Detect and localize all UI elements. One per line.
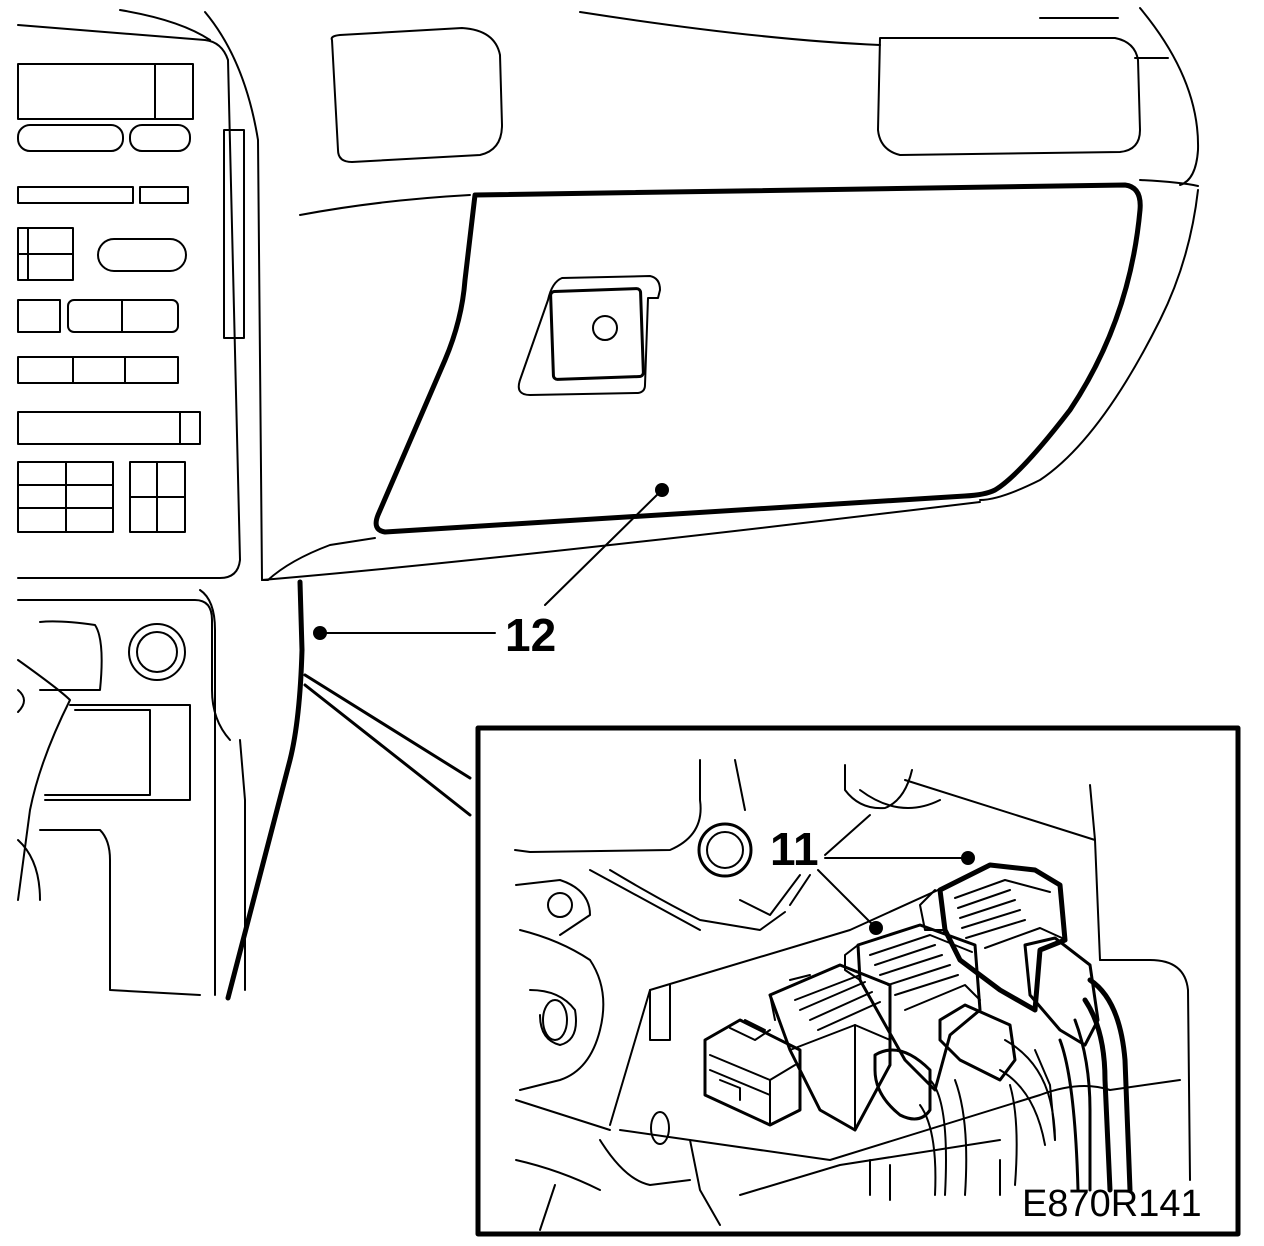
- callout-11: 11: [770, 814, 975, 935]
- small-connector: [703, 1018, 802, 1127]
- lower-console: [17, 589, 246, 996]
- inset-frame: [475, 725, 1241, 1237]
- radio-unit: [17, 63, 245, 384]
- connector-b: [844, 923, 1056, 1186]
- glovebox: [373, 182, 1143, 535]
- air-vent-left: [330, 27, 503, 163]
- connector-c: [919, 862, 1133, 1193]
- inset-detail: 11 E870R141: [475, 725, 1241, 1237]
- air-vent-right: [877, 37, 1141, 156]
- glovebox-lid: [373, 182, 1143, 535]
- dashboard-upper: [261, 7, 1200, 581]
- glovebox-lock: [517, 275, 661, 396]
- zoom-indicator: [303, 673, 472, 817]
- lock-keyhole-icon: [592, 315, 618, 341]
- center-console: [17, 9, 305, 1001]
- callout-12: 12: [313, 483, 669, 661]
- callout-label-12: 12: [505, 609, 556, 661]
- climate-panel: [17, 411, 201, 533]
- callout-label-11: 11: [770, 823, 819, 875]
- figure-reference-code: E870R141: [1022, 1183, 1202, 1225]
- side-trim-edge: [225, 579, 305, 1001]
